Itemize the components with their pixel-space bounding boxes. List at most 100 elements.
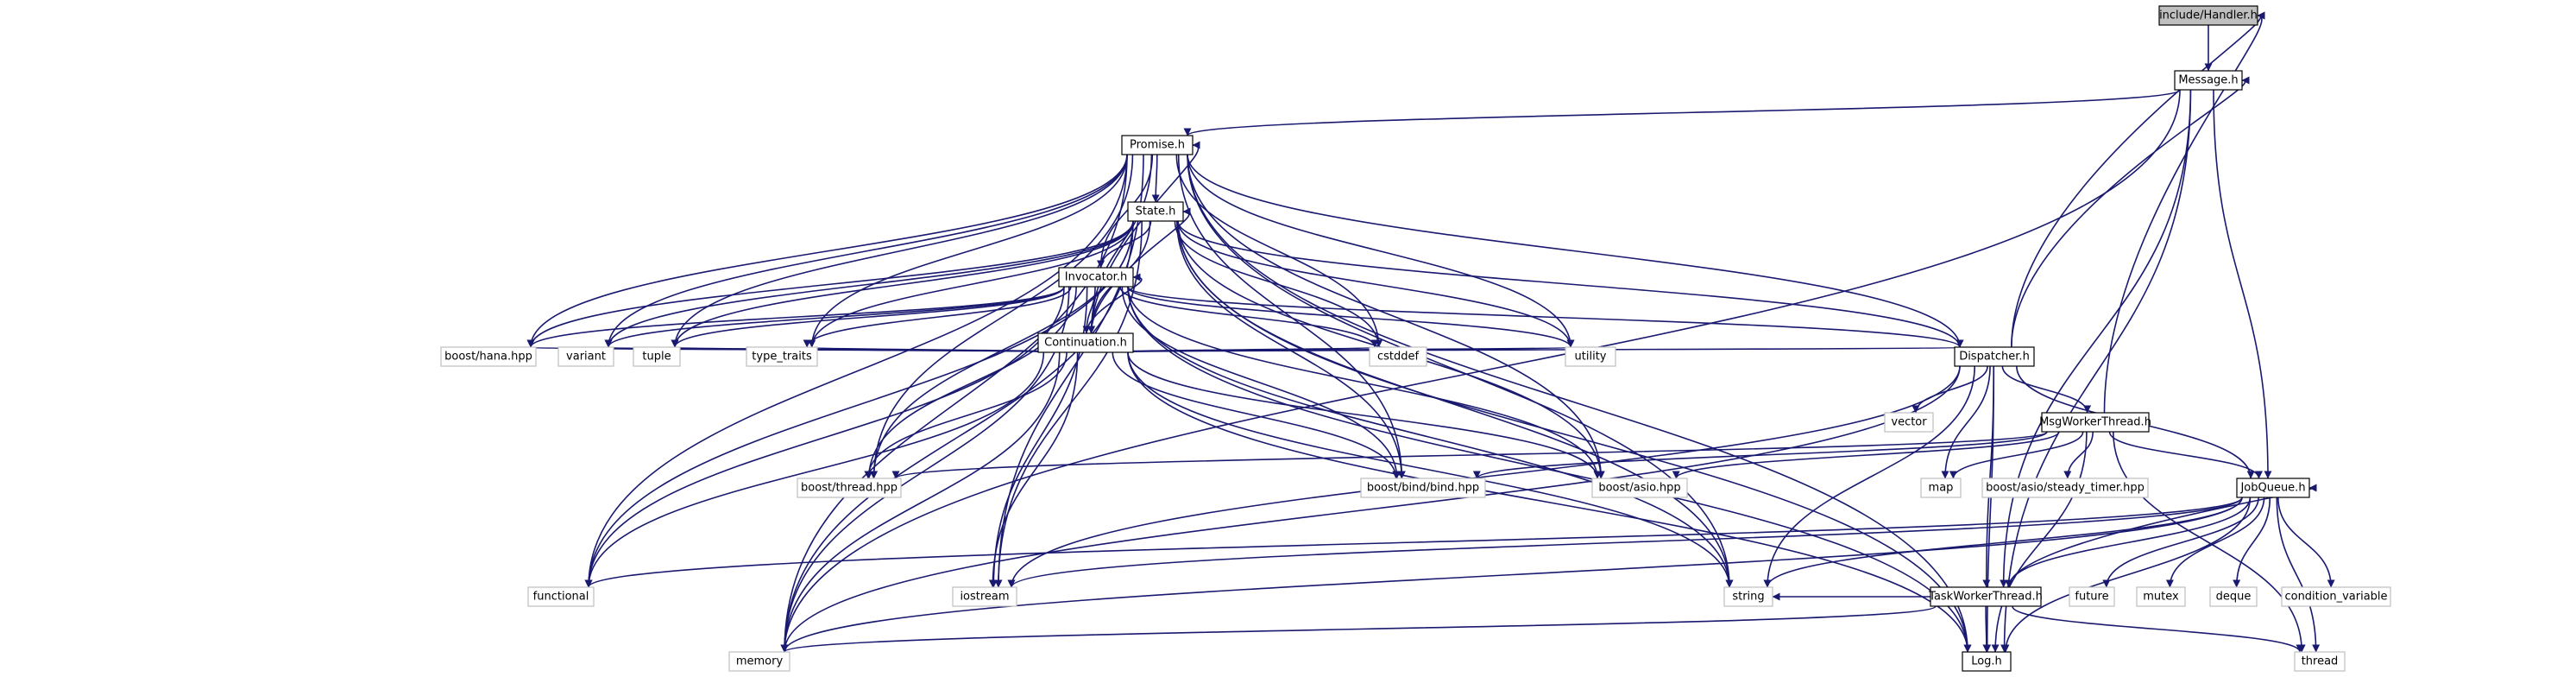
svg-text:Dispatcher.h: Dispatcher.h <box>1959 351 2030 364</box>
node-cstddef[interactable]: cstddef <box>1369 346 1427 367</box>
edge-state-to-utility <box>1177 220 1575 348</box>
edge-state-to-tuple <box>671 220 1134 348</box>
node-state[interactable]: State.h <box>1127 201 1184 222</box>
edge-dispatcher-to-taskworker <box>1982 365 1994 588</box>
edge-invocator-to-utility <box>1127 286 1575 348</box>
edge-promise-to-log <box>1187 154 1972 653</box>
edge-state-to-memory <box>780 220 1134 653</box>
edge-dispatcher-to-vector <box>1912 365 1988 414</box>
edge-promise-to-thread_hpp <box>870 154 1134 479</box>
edge-continuation-to-string <box>1127 351 1734 588</box>
edge-continuation-to-memory <box>780 351 1061 653</box>
edge-promise-to-iostream <box>994 154 1144 588</box>
edge-continuation-to-asio <box>1127 351 1602 479</box>
edge-jobqueue-to-mutex <box>2165 497 2265 588</box>
node-tuple[interactable]: tuple <box>633 346 681 367</box>
node-message[interactable]: Message.h <box>2174 70 2243 91</box>
svg-text:State.h: State.h <box>1136 206 1176 218</box>
svg-text:type_traits: type_traits <box>752 351 812 364</box>
svg-text:boost/hana.hpp: boost/hana.hpp <box>444 351 532 364</box>
svg-text:deque: deque <box>2216 591 2252 604</box>
edge-msgworker-to-jobqueue <box>2108 431 2263 479</box>
node-mutex[interactable]: mutex <box>2136 586 2186 607</box>
node-boost-asio[interactable]: boost/asio.hpp <box>1591 478 1688 498</box>
node-invocator[interactable]: Invocator.h <box>1058 267 1134 288</box>
node-jobqueue[interactable]: JobQueue.h <box>2236 478 2310 498</box>
edge-invocator-to-thread_hpp <box>865 286 1077 479</box>
edge-invocator-to-tuple <box>671 286 1065 348</box>
svg-text:Promise.h: Promise.h <box>1130 139 1185 152</box>
edge-dispatcher-to-memory <box>780 365 1961 653</box>
node-iostream[interactable]: iostream <box>952 586 1017 607</box>
svg-text:Message.h: Message.h <box>2178 74 2238 87</box>
edge-invocator-to-continuation <box>1082 286 1096 334</box>
node-taskworkerthread[interactable]: TaskWorkerThread.h <box>1928 586 2043 607</box>
svg-text:boost/bind/bind.hpp: boost/bind/bind.hpp <box>1367 482 1479 495</box>
node-boost-bind[interactable]: boost/bind/bind.hpp <box>1360 478 1486 498</box>
edge-msgworker-to-thread_hpp <box>891 431 2048 479</box>
svg-text:cstddef: cstddef <box>1377 351 1420 364</box>
node-promise[interactable]: Promise.h <box>1121 135 1194 155</box>
node-boost-asio-steady-timer[interactable]: boost/asio/steady_timer.hpp <box>1981 478 2149 498</box>
node-msgworkerthread[interactable]: MsgWorkerThread.h <box>2039 412 2151 433</box>
edge-jobqueue-to-deque <box>2233 497 2271 588</box>
svg-text:string: string <box>1732 591 1764 604</box>
svg-text:boost/asio/steady_timer.hpp: boost/asio/steady_timer.hpp <box>1986 482 2145 495</box>
node-memory[interactable]: memory <box>728 651 790 672</box>
svg-text:tuple: tuple <box>642 351 671 364</box>
edge-promise-to-state <box>1151 154 1160 203</box>
svg-text:include/Handler.h: include/Handler.h <box>2159 9 2258 22</box>
node-thread[interactable]: thread <box>2294 651 2346 672</box>
edge-state-to-type_traits <box>808 220 1134 348</box>
node-dispatcher[interactable]: Dispatcher.h <box>1954 346 2035 367</box>
edge-promise-to-variant <box>604 154 1128 348</box>
edge-promise-to-utility <box>1187 154 1575 348</box>
node-type-traits[interactable]: type_traits <box>746 346 818 367</box>
edge-promise-to-continuation <box>1087 154 1153 334</box>
edge-msgworker-to-bind <box>1473 431 2048 479</box>
node-vector[interactable]: vector <box>1884 412 1934 433</box>
edge-state-to-dispatcher <box>1177 220 1964 348</box>
node-condition-variable[interactable]: condition_variable <box>2281 586 2391 607</box>
edge-jobqueue-to-condvar <box>2277 497 2335 588</box>
edge-dispatcher-to-root <box>2011 11 2265 348</box>
node-include-handler[interactable]: include/Handler.h <box>2158 5 2258 26</box>
node-boost-thread[interactable]: boost/thread.hpp <box>797 478 902 498</box>
edge-invocator-to-asio <box>1127 286 1602 479</box>
node-deque[interactable]: deque <box>2209 586 2258 607</box>
edge-taskworker-to-memory <box>780 605 1937 653</box>
edge-invocator-to-variant <box>604 286 1065 348</box>
svg-text:MsgWorkerThread.h: MsgWorkerThread.h <box>2039 416 2151 429</box>
node-variant[interactable]: variant <box>557 346 614 367</box>
edge-invocator-to-cstddef <box>1119 286 1379 348</box>
edge-state-to-hana <box>526 220 1134 348</box>
svg-text:Log.h: Log.h <box>1971 655 2002 668</box>
svg-text:JobQueue.h: JobQueue.h <box>2239 482 2305 495</box>
node-boost-hana[interactable]: boost/hana.hpp <box>440 346 537 367</box>
dependency-nodes: include/Handler.h Message.h Promise.h St… <box>440 5 2391 672</box>
node-string[interactable]: string <box>1723 586 1773 607</box>
edge-state-to-functional <box>584 220 1134 588</box>
node-functional[interactable]: functional <box>527 586 595 607</box>
node-future[interactable]: future <box>2069 586 2115 607</box>
node-utility[interactable]: utility <box>1565 346 1616 367</box>
edge-state-to-string <box>1177 220 1734 588</box>
edge-jobqueue-to-log <box>2001 497 2252 653</box>
node-map[interactable]: map <box>1920 478 1962 498</box>
edge-promise-to-asio <box>1187 154 1605 479</box>
edge-state-to-variant <box>604 220 1134 348</box>
edge-promise-to-bind <box>1177 154 1406 479</box>
node-log[interactable]: Log.h <box>1962 651 2012 672</box>
edge-continuation-to-log <box>1127 351 1972 653</box>
edge-msgworker-to-log <box>1991 431 2088 653</box>
edge-promise-to-functional <box>584 154 1128 588</box>
edge-msgworker-to-thread <box>2113 431 2306 653</box>
edge-dispatcher-to-iostream <box>1007 365 1961 588</box>
edge-dispatcher-to-message <box>2011 76 2250 348</box>
edge-state-to-log <box>1177 220 1972 653</box>
node-continuation[interactable]: Continuation.h <box>1037 332 1134 353</box>
edge-dispatcher-to-map <box>1941 365 1991 479</box>
svg-text:functional: functional <box>533 591 589 604</box>
edge-jobqueue-to-taskworker <box>2005 497 2252 588</box>
